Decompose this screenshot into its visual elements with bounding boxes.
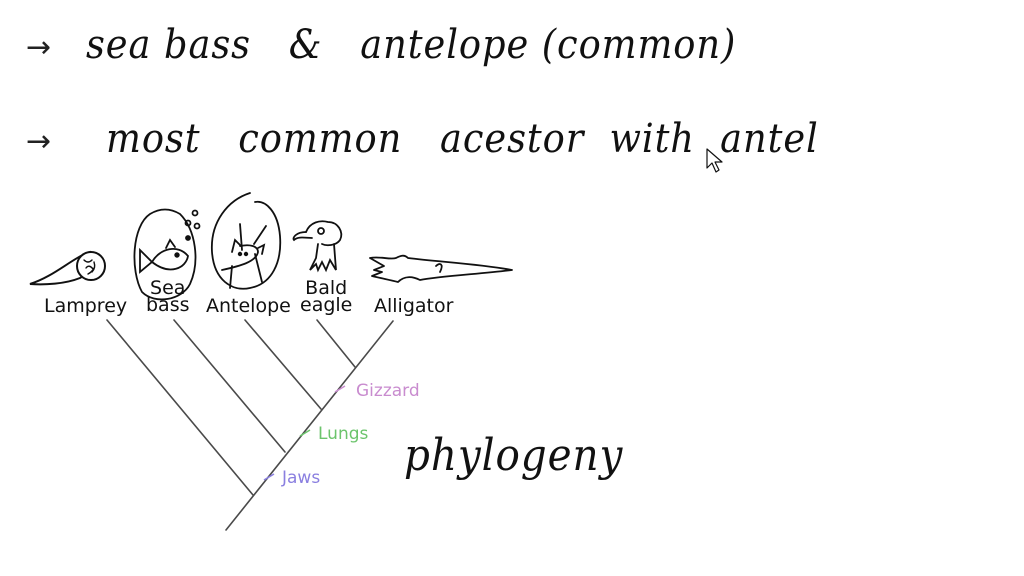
branch-lamprey [106, 319, 254, 496]
note-line-1: sea bass & antelope (common) [86, 22, 737, 68]
taxon-label-bald-eagle: Bald eagle [300, 277, 353, 316]
note-line-2: most common acestor with antel [106, 116, 819, 162]
trait-label-lungs: Lungs [318, 424, 369, 444]
bullet-arrow-1: → [26, 30, 52, 65]
cladogram-branches [106, 319, 394, 531]
taxon-label-alligator: Alligator [374, 295, 454, 317]
branch-sea-bass [173, 319, 286, 453]
alligator-icon [369, 254, 513, 283]
fish-icon [133, 208, 201, 301]
trait-label-jaws: Jaws [282, 468, 321, 488]
lamprey-icon [29, 250, 106, 286]
branch-antelope [244, 319, 322, 410]
bullet-arrow-2: → [26, 124, 52, 159]
trunk-branch [225, 320, 394, 531]
trait-label-gizzard: Gizzard [356, 381, 420, 401]
phylogeny-title: phylogeny [404, 430, 624, 481]
taxon-label-sea-bass-line2: bass [146, 294, 190, 316]
jaws-tick [263, 473, 275, 481]
taxon-label-antelope: Antelope [206, 295, 291, 317]
eagle-icon [292, 220, 343, 273]
taxon-label-sea-bass: Sea bass [146, 277, 190, 316]
gizzard-tick [334, 385, 346, 393]
taxon-label-sea-bass-line1: Sea [150, 277, 186, 299]
taxon-label-bald-eagle-line1: Bald [305, 277, 348, 299]
branch-eagle [316, 319, 356, 368]
taxon-label-lamprey: Lamprey [44, 295, 128, 317]
taxon-label-bald-eagle-line2: eagle [300, 294, 353, 316]
mouse-pointer-icon [706, 148, 723, 173]
antelope-icon [211, 192, 282, 290]
lungs-tick [299, 429, 311, 437]
